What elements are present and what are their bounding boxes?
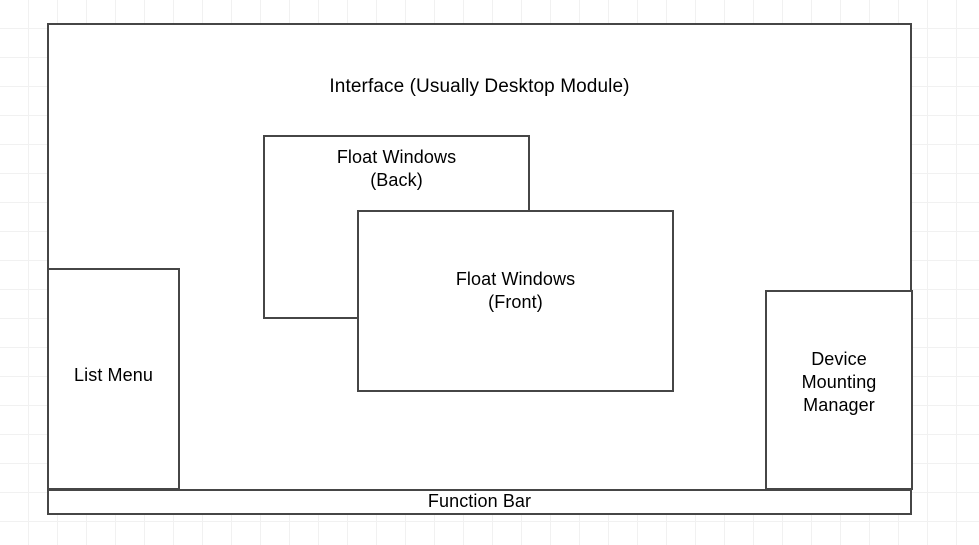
function-bar-label: Function Bar (427, 491, 532, 511)
function-bar-box[interactable]: Function Bar (47, 489, 912, 515)
list-menu-box[interactable]: List Menu (47, 268, 180, 490)
float-window-back-label: Float Windows (Back) (336, 147, 457, 191)
float-window-front-label: Float Windows (Front) (455, 269, 576, 313)
list-menu-label: List Menu (74, 365, 153, 385)
device-mounting-manager-label: Device Mounting Manager (801, 349, 877, 416)
interface-container-label: Interface (Usually Desktop Module) (329, 76, 630, 97)
device-mounting-manager-box[interactable]: Device Mounting Manager (765, 290, 913, 490)
float-window-front-box[interactable]: Float Windows (Front) (357, 210, 674, 392)
